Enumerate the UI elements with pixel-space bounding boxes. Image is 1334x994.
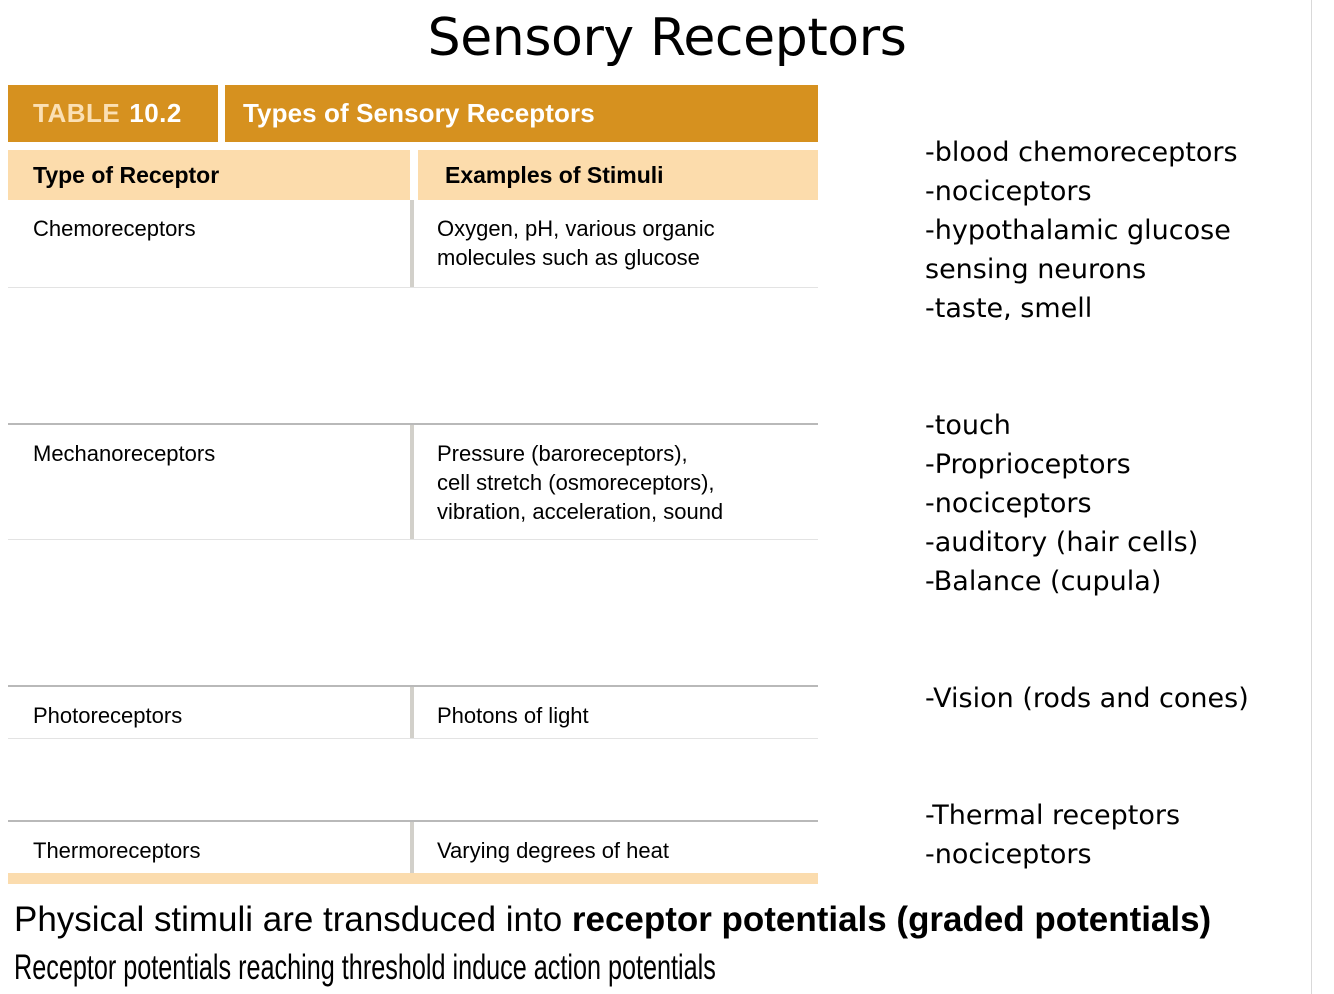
annotation-line: -hypothalamic glucose [925, 215, 1231, 246]
bottom-text-block: Physical stimuli are transduced into rec… [14, 896, 1314, 992]
annotation-group-photoreceptors: -Vision (rods and cones) [925, 679, 1320, 718]
annotation-line: sensing neurons [925, 254, 1147, 285]
annotation-line: -Proprioceptors [925, 449, 1131, 480]
row-stimuli-line: Pressure (baroreceptors), [437, 441, 688, 466]
annotation-line: -nociceptors [925, 839, 1092, 870]
column-header-stimuli-label: Examples of Stimuli [445, 161, 664, 188]
page-title: Sensory Receptors [427, 8, 907, 68]
row-stimuli-line: cell stretch (osmoreceptors), [437, 470, 715, 495]
row-underline [8, 539, 818, 540]
row-stimuli-cell: Pressure (baroreceptors), cell stretch (… [410, 425, 818, 539]
column-header-stimuli: Examples of Stimuli [418, 150, 818, 200]
slide-edge-rule [1311, 0, 1312, 994]
row-stimuli-cell: Oxygen, pH, various organic molecules su… [410, 200, 818, 287]
row-stimuli-cell: Photons of light [410, 687, 818, 738]
annotation-line: -taste, smell [925, 293, 1093, 324]
annotation-line: -Vision (rods and cones) [925, 683, 1249, 714]
table-row: Mechanoreceptors Pressure (baroreceptors… [8, 423, 818, 539]
bottom-text-line-1-prefix: Physical stimuli are transduced into [14, 900, 572, 939]
table-bottom-bar [8, 873, 818, 884]
row-type-label: Photoreceptors [33, 703, 183, 728]
annotation-group-chemoreceptors: -blood chemoreceptors -nociceptors -hypo… [925, 133, 1320, 328]
row-type-cell: Mechanoreceptors [8, 425, 410, 539]
row-spacer [8, 540, 818, 685]
column-divider [410, 822, 414, 873]
annotation-line: -nociceptors [925, 488, 1092, 519]
bottom-text-line-2: Receptor potentials reaching threshold i… [14, 948, 716, 987]
table-header-strip: TABLE 10.2 Types of Sensory Receptors [8, 85, 818, 142]
table-row: Photoreceptors Photons of light [8, 685, 818, 738]
row-underline [8, 738, 818, 739]
annotation-group-mechanoreceptors: -touch -Proprioceptors -nociceptors -aud… [925, 406, 1320, 601]
table-caption: Types of Sensory Receptors [243, 98, 595, 128]
annotation-line: -Balance (cupula) [925, 566, 1162, 597]
table-number-box: TABLE 10.2 [8, 85, 218, 142]
row-type-cell: Photoreceptors [8, 687, 410, 738]
table-row: Chemoreceptors Oxygen, pH, various organ… [8, 200, 818, 287]
row-type-label: Thermoreceptors [33, 838, 201, 863]
annotation-column: -blood chemoreceptors -nociceptors -hypo… [925, 133, 1320, 874]
row-stimuli-line: Photons of light [437, 703, 589, 728]
row-type-label: Mechanoreceptors [33, 441, 216, 466]
column-divider [410, 200, 414, 287]
annotation-line: -Thermal receptors [925, 800, 1181, 831]
annotation-line: -blood chemoreceptors [925, 137, 1238, 168]
sensory-receptors-table: TABLE 10.2 Types of Sensory Receptors Ty… [8, 85, 818, 884]
row-stimuli-line: molecules such as glucose [437, 245, 700, 270]
row-stimuli-line: Varying degrees of heat [437, 838, 669, 863]
row-spacer [8, 739, 818, 820]
row-stimuli-cell: Varying degrees of heat [410, 822, 818, 873]
table-number-label: TABLE [33, 98, 121, 128]
row-type-cell: Thermoreceptors [8, 822, 410, 873]
column-divider [410, 687, 414, 738]
row-spacer [8, 288, 818, 423]
row-underline [8, 287, 818, 288]
bottom-text-line-1-bold: receptor potentials (graded potentials) [571, 900, 1212, 939]
table-number-value: 10.2 [129, 98, 182, 128]
bottom-text-line-1: Physical stimuli are transduced into rec… [14, 896, 1313, 944]
header-gap [218, 85, 225, 142]
column-header-type: Type of Receptor [8, 150, 410, 200]
annotation-line: -nociceptors [925, 176, 1092, 207]
table-caption-box: Types of Sensory Receptors [225, 85, 818, 142]
annotation-group-thermoreceptors: -Thermal receptors -nociceptors [925, 796, 1320, 874]
row-type-label: Chemoreceptors [33, 216, 196, 241]
annotation-line: -touch [925, 410, 1011, 441]
annotation-line: -auditory (hair cells) [925, 527, 1199, 558]
row-stimuli-line: Oxygen, pH, various organic [437, 216, 715, 241]
column-header-divider-gap [410, 150, 418, 200]
table-column-header-row: Type of Receptor Examples of Stimuli [8, 150, 818, 200]
column-header-type-label: Type of Receptor [33, 161, 220, 188]
row-stimuli-line: vibration, acceleration, sound [437, 499, 724, 524]
column-divider [410, 425, 414, 539]
table-row: Thermoreceptors Varying degrees of heat [8, 820, 818, 873]
row-type-cell: Chemoreceptors [8, 200, 410, 287]
header-subheader-gap [8, 142, 818, 150]
